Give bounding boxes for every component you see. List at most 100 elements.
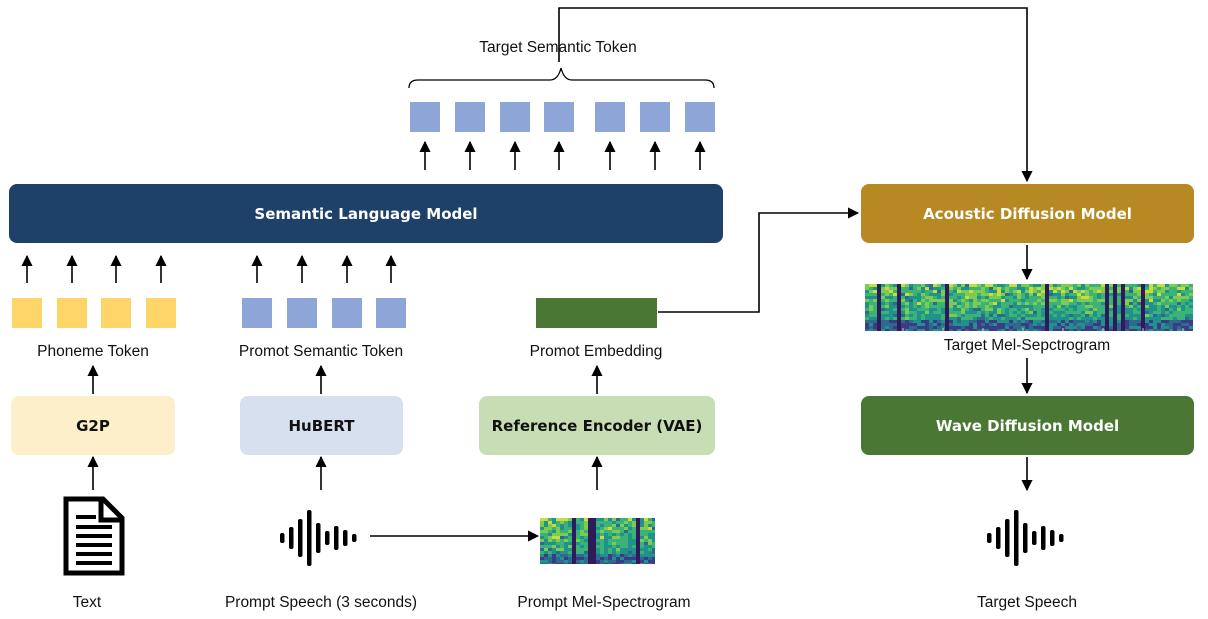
spectrogram-cell	[596, 548, 600, 551]
spectrogram-cell	[552, 545, 556, 548]
spectrogram-cell	[973, 287, 977, 290]
spectrogram-cell	[648, 539, 652, 542]
target-mel-spectrogram-image	[865, 284, 1193, 331]
spectrogram-cell	[544, 524, 548, 527]
spectrogram-cell	[1005, 314, 1009, 317]
spectrogram-cell	[1101, 293, 1105, 296]
spectrogram-cell	[1013, 323, 1017, 326]
spectrogram-cell	[540, 521, 544, 524]
spectrogram-cell	[1105, 299, 1109, 302]
spectrogram-cell	[1133, 296, 1137, 299]
spectrogram-cell	[636, 557, 640, 560]
spectrogram-cell	[957, 287, 961, 290]
spectrogram-cell	[909, 287, 913, 290]
prompt-mel-spectrogram-image	[540, 518, 655, 564]
spectrogram-cell	[933, 299, 937, 302]
spectrogram-cell	[1073, 308, 1077, 311]
spectrogram-cell	[556, 545, 560, 548]
spectrogram-cell	[961, 329, 965, 331]
spectrogram-cell	[1189, 320, 1193, 323]
spectrogram-cell	[1049, 305, 1053, 308]
spectrogram-cell	[1085, 290, 1089, 293]
spectrogram-cell	[552, 527, 556, 530]
spectrogram-cell	[973, 308, 977, 311]
spectrogram-cell	[1173, 314, 1177, 317]
spectrogram-cell	[540, 560, 544, 563]
spectrogram-cell	[1137, 308, 1141, 311]
spectrogram-cell	[1077, 326, 1081, 329]
spectrogram-cell	[889, 320, 893, 323]
spectrogram-cell	[913, 296, 917, 299]
spectrogram-cell	[564, 560, 568, 563]
spectrogram-cell	[1041, 290, 1045, 293]
spectrogram-cell	[1181, 314, 1185, 317]
spectrogram-cell	[624, 536, 628, 539]
spectrogram-cell	[997, 311, 1001, 314]
spectrogram-cell	[1177, 320, 1181, 323]
spectrogram-cell	[977, 317, 981, 320]
spectrogram-cell	[1173, 287, 1177, 290]
spectrogram-cell	[612, 554, 616, 557]
reference-encoder-box: Reference Encoder (VAE)	[479, 396, 715, 455]
spectrogram-cell	[977, 320, 981, 323]
spectrogram-cell	[1005, 311, 1009, 314]
spectrogram-cell	[913, 320, 917, 323]
spectrogram-cell	[1121, 287, 1125, 290]
spectrogram-cell	[632, 533, 636, 536]
spectrogram-cell	[1057, 302, 1061, 305]
spectrogram-cell	[929, 323, 933, 326]
spectrogram-cell	[989, 305, 993, 308]
spectrogram-cell	[949, 329, 953, 331]
spectrogram-cell	[1161, 308, 1165, 311]
spectrogram-cell	[1145, 311, 1149, 314]
spectrogram-cell	[925, 305, 929, 308]
spectrogram-cell	[913, 284, 917, 287]
spectrogram-cell	[1101, 311, 1105, 314]
spectrogram-cell	[1109, 284, 1113, 287]
spectrogram-cell	[552, 533, 556, 536]
spectrogram-cell	[1033, 311, 1037, 314]
spectrogram-cell	[929, 317, 933, 320]
spectrogram-cell	[560, 536, 564, 539]
spectrogram-cell	[1133, 308, 1137, 311]
spectrogram-cell	[1113, 323, 1117, 326]
spectrogram-cell	[592, 557, 596, 560]
spectrogram-cell	[1161, 296, 1165, 299]
spectrogram-cell	[913, 305, 917, 308]
spectrogram-cell	[1113, 299, 1117, 302]
document-icon	[63, 496, 125, 576]
spectrogram-cell	[981, 284, 985, 287]
spectrogram-cell	[636, 530, 640, 533]
spectrogram-cell	[1057, 299, 1061, 302]
spectrogram-cell	[865, 314, 869, 317]
spectrogram-cell	[881, 326, 885, 329]
spectrogram-cell	[1145, 284, 1149, 287]
spectrogram-cell	[901, 302, 905, 305]
spectrogram-cell	[1081, 293, 1085, 296]
spectrogram-cell	[1169, 329, 1173, 331]
spectrogram-cell	[1109, 290, 1113, 293]
spectrogram-cell	[909, 326, 913, 329]
spectrogram-cell	[1049, 317, 1053, 320]
spectrogram-cell	[564, 530, 568, 533]
spectrogram-cell	[1137, 290, 1141, 293]
spectrogram-cell	[921, 302, 925, 305]
spectrogram-cell	[1117, 311, 1121, 314]
embedding-to-acoustic-arrow	[658, 207, 860, 313]
spectrogram-cell	[869, 299, 873, 302]
spectrogram-cell	[604, 524, 608, 527]
spectrogram-cell	[644, 533, 648, 536]
spectrogram-cell	[1061, 299, 1065, 302]
spectrogram-cell	[1137, 323, 1141, 326]
spectrogram-cell	[572, 542, 576, 545]
spectrogram-cell	[961, 311, 965, 314]
spectrogram-cell	[564, 536, 568, 539]
spectrogram-cell	[628, 539, 632, 542]
spectrogram-cell	[620, 533, 624, 536]
spectrogram-cell	[1053, 293, 1057, 296]
spectrogram-cell	[560, 563, 564, 564]
spectrogram-cell	[556, 563, 560, 564]
spectrogram-cell	[945, 323, 949, 326]
spectrogram-cell	[981, 320, 985, 323]
spectrogram-cell	[1097, 311, 1101, 314]
